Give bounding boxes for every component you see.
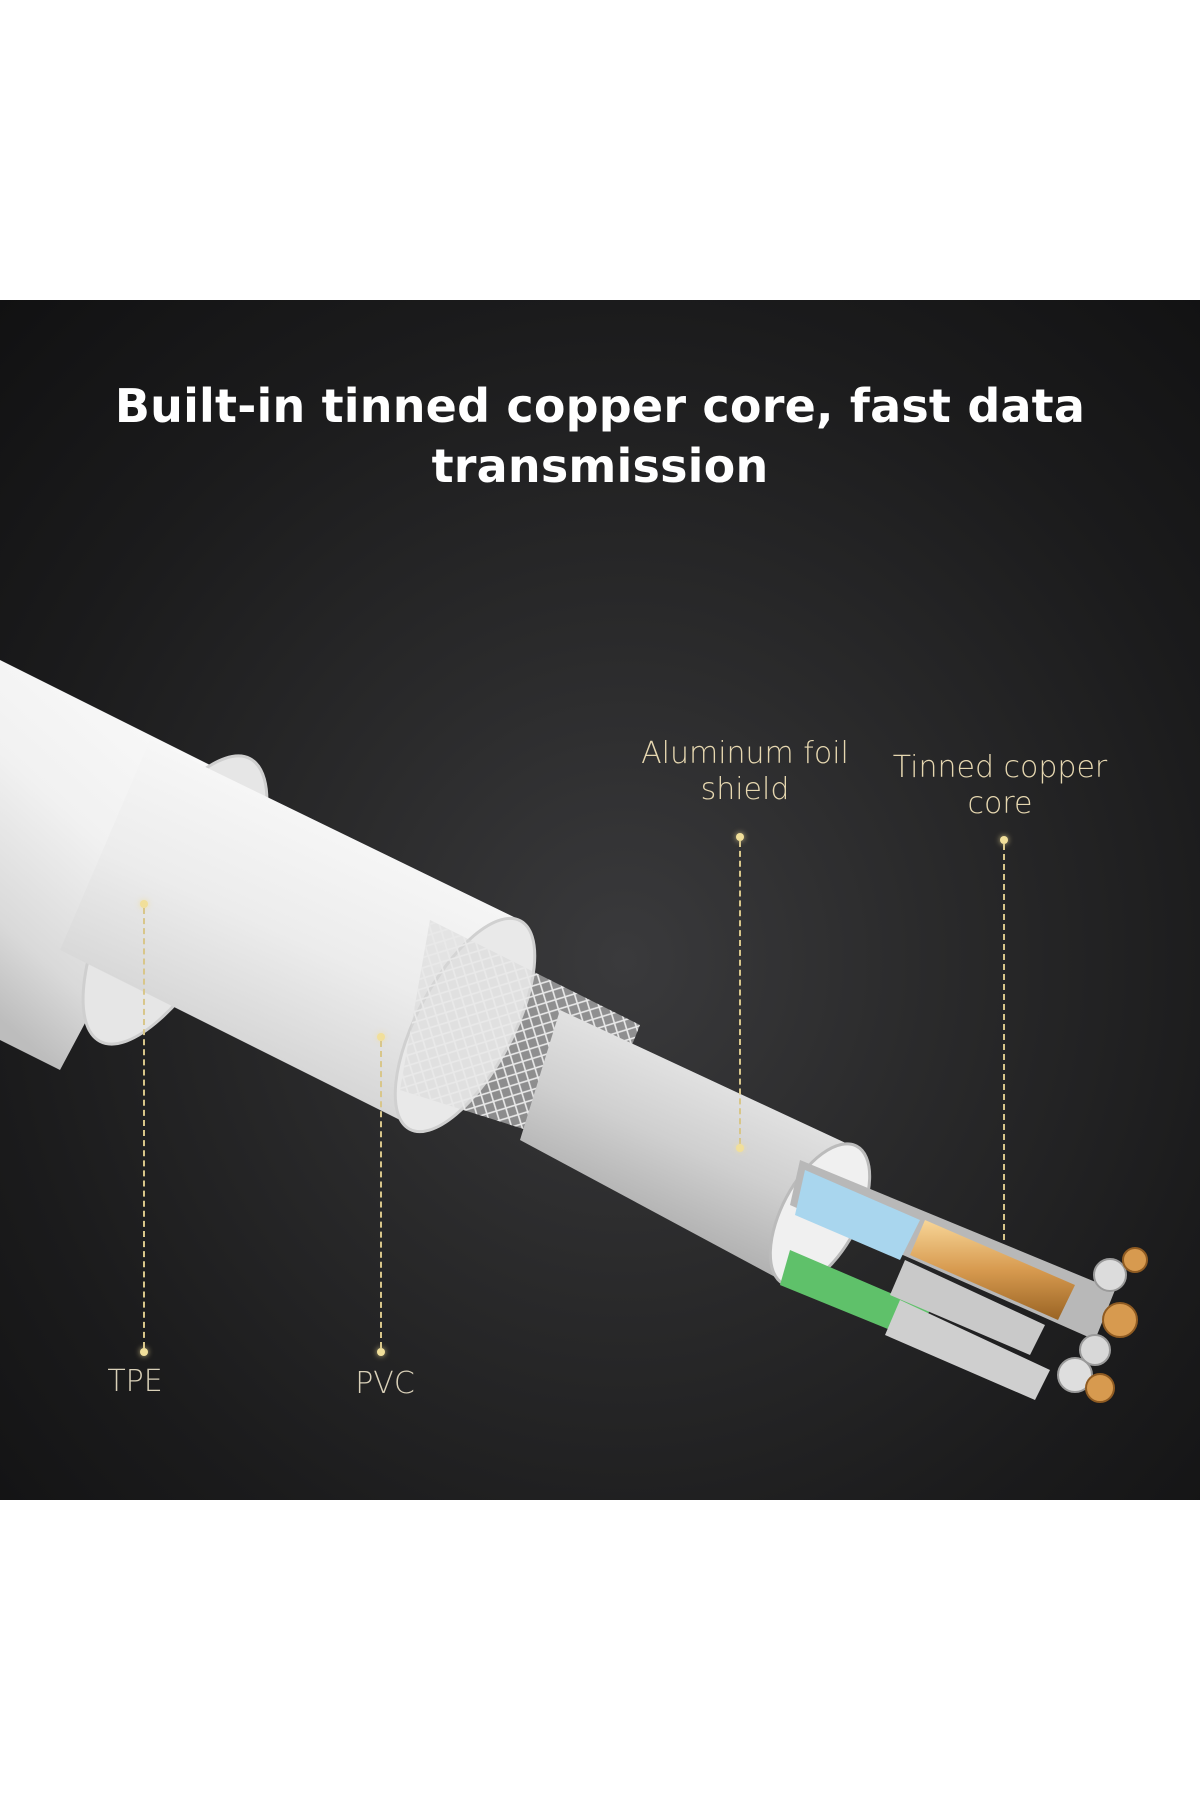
label-aluminum-foil-shield: Aluminum foil shield bbox=[620, 736, 870, 808]
leader-dot-aluminum-top bbox=[736, 833, 744, 841]
label-aluminum-foil-line-2: shield bbox=[700, 772, 790, 807]
leader-dot-tpe-bottom bbox=[140, 1348, 148, 1356]
cable-cross-section-panel: Built-in tinned copper core, fast data t… bbox=[0, 300, 1200, 1500]
label-pvc: PVC bbox=[355, 1366, 415, 1401]
leader-line-copper bbox=[1003, 844, 1005, 1240]
label-tinned-copper-line-1: Tinned copper bbox=[892, 750, 1108, 785]
inner-wires bbox=[780, 1160, 1148, 1403]
leader-dot-tpe-top bbox=[140, 900, 148, 908]
label-tinned-copper-core: Tinned copper core bbox=[880, 750, 1120, 822]
label-tpe: TPE bbox=[107, 1364, 163, 1399]
leader-line-tpe bbox=[143, 908, 145, 1348]
leader-dot-aluminum-bottom bbox=[736, 1144, 744, 1152]
label-tinned-copper-line-2: core bbox=[967, 786, 1033, 821]
leader-line-aluminum bbox=[739, 841, 741, 1144]
label-aluminum-foil-line-1: Aluminum foil bbox=[641, 736, 849, 771]
leader-dot-pvc-top bbox=[377, 1033, 385, 1041]
cable-illustration bbox=[0, 660, 1148, 1403]
leader-line-pvc bbox=[380, 1041, 382, 1348]
leader-dot-copper-top bbox=[1000, 836, 1008, 844]
headline-line-2: transmission bbox=[431, 439, 769, 493]
leader-dot-pvc-bottom bbox=[377, 1348, 385, 1356]
headline-line-1: Built-in tinned copper core, fast data bbox=[114, 379, 1086, 433]
aluminum-foil bbox=[520, 1010, 872, 1288]
headline: Built-in tinned copper core, fast data t… bbox=[0, 376, 1200, 496]
